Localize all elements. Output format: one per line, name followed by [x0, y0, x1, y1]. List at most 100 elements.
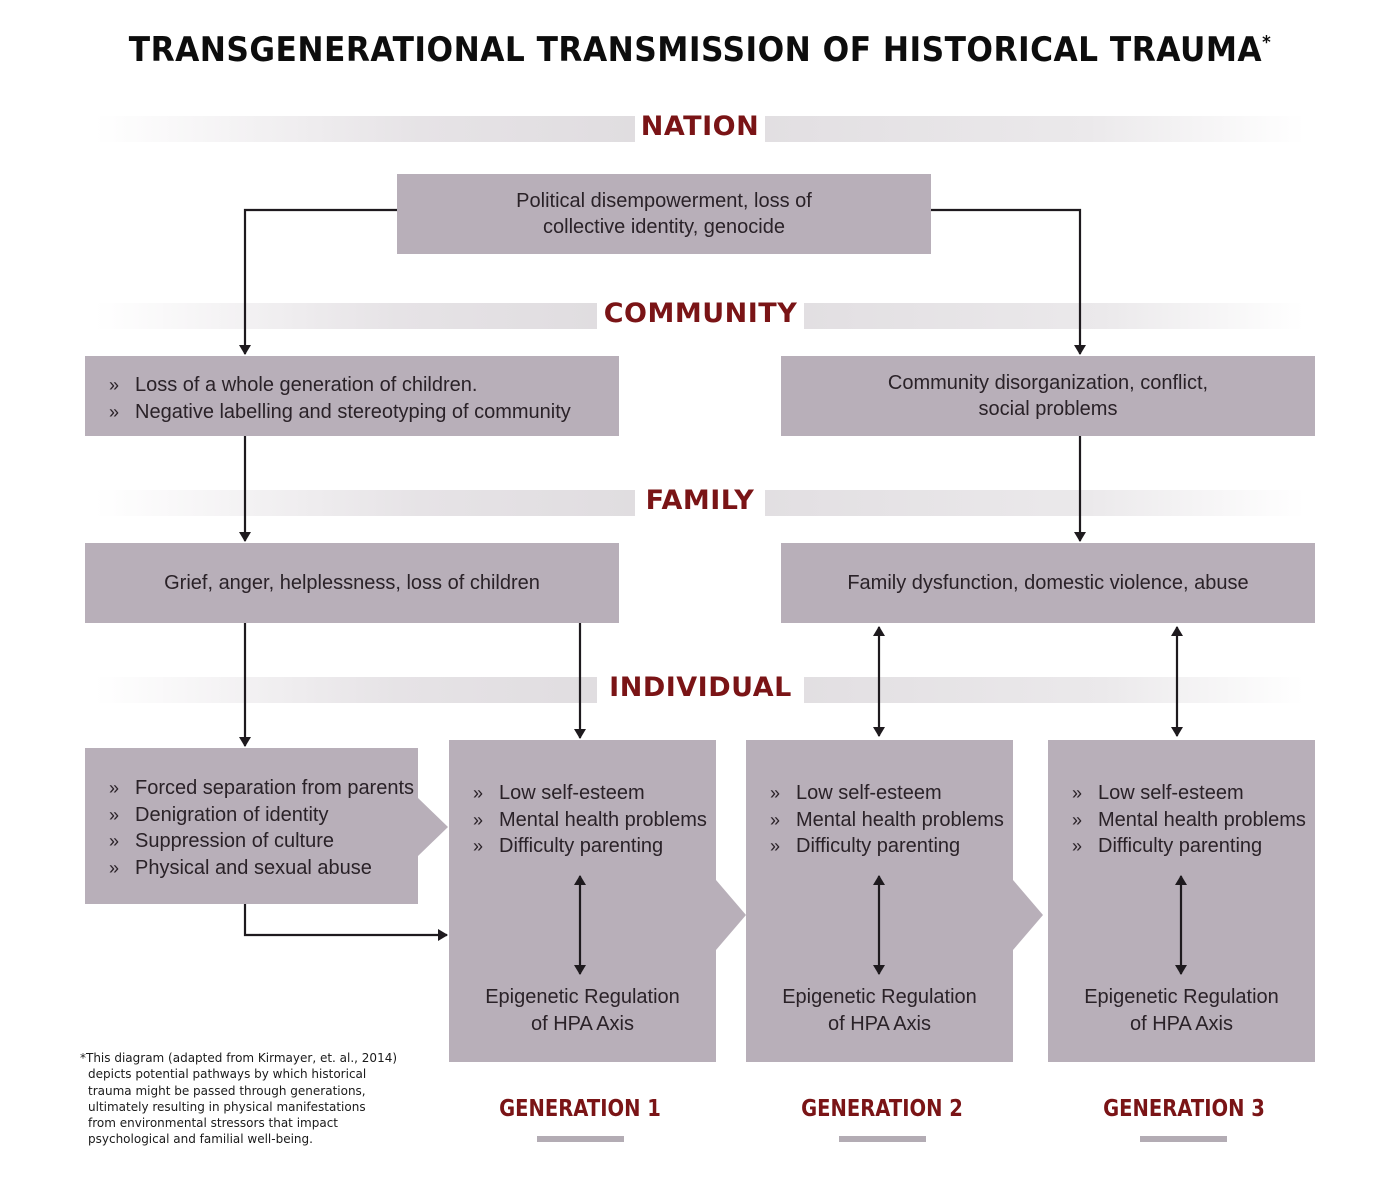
source-chevron — [418, 798, 448, 856]
generation-3-list: » Low self-esteem » Mental health problems… — [1072, 780, 1315, 860]
level-label-community: COMMUNITY — [603, 298, 798, 329]
generation-1-epigenetic: Epigenetic Regulation of HPA Axis — [449, 984, 716, 1038]
footnote-line: depicts potential pathways by which hist… — [88, 1067, 367, 1082]
nation-box: Political disempowerment, loss of collec… — [397, 174, 931, 254]
list-item-text: Denigration of identity — [135, 803, 329, 826]
list-item-text: Difficulty parenting — [1098, 835, 1263, 857]
family-right-text: Family dysfunction, domestic violence, a… — [847, 572, 1249, 594]
community-right-line2: social problems — [978, 398, 1118, 420]
bullet-icon: » — [473, 783, 484, 803]
arrow-source-to-generation-1 — [243, 904, 448, 941]
list-item-text: Suppression of culture — [135, 830, 335, 852]
list-item-text: Mental health problems — [499, 808, 707, 831]
epigenetic-line1: Epigenetic Regulation — [782, 986, 977, 1008]
epigenetic-line2: of HPA Axis — [1129, 1013, 1233, 1035]
epigenetic-line1: Epigenetic Regulation — [485, 986, 680, 1008]
bullet-icon: » — [770, 809, 781, 830]
generation-1-bar — [537, 1136, 624, 1142]
bullet-icon: » — [109, 778, 120, 798]
bullet-icon: » — [109, 375, 120, 395]
list-item: » Low self-esteem — [473, 780, 716, 807]
list-item-text: Physical and sexual abuse — [135, 856, 372, 879]
nation-box-line2: collective identity, genocide — [543, 216, 785, 238]
bullet-icon: » — [473, 836, 484, 856]
list-item-text: Low self-esteem — [796, 782, 942, 804]
community-right-line1: Community disorganization, conflict, — [887, 372, 1209, 394]
community-band-right — [804, 303, 1304, 329]
bullet-icon: » — [770, 783, 781, 803]
footnote-line: This diagram (adapted from Kirmayer, et.… — [86, 1051, 398, 1065]
family-right-box: Family dysfunction, domestic violence, a… — [781, 543, 1315, 623]
title-footnote-marker: * — [1262, 32, 1272, 53]
list-item-text: Mental health problems — [1098, 808, 1306, 831]
list-item: » Difficulty parenting — [473, 833, 716, 860]
nation-band-right — [765, 116, 1305, 142]
bullet-icon: » — [1072, 836, 1083, 856]
list-item: » Mental health problems — [1072, 807, 1315, 834]
list-item: » Difficulty parenting — [770, 833, 1013, 860]
list-item: » Physical and sexual abuse — [109, 855, 418, 882]
generation-3-label: GENERATION 3 — [1103, 1096, 1265, 1122]
generation-2-epigenetic: Epigenetic Regulation of HPA Axis — [746, 984, 1013, 1038]
generation-1-label: GENERATION 1 — [499, 1096, 661, 1122]
generation-2-list: » Low self-esteem »Mental health problems… — [770, 780, 1013, 860]
bullet-icon: » — [1072, 809, 1083, 830]
arrow-nation-to-community-right — [931, 208, 1086, 355]
list-item: »Mental health problems — [770, 807, 1013, 834]
level-label-nation: NATION — [640, 111, 760, 142]
bullet-icon: » — [109, 401, 120, 422]
bullet-icon: » — [109, 857, 120, 878]
footnote-line: ultimately resulting in physical manifes… — [88, 1099, 366, 1114]
list-item: » Mental health problems — [473, 807, 716, 834]
family-band-left — [95, 490, 635, 516]
list-item: » Forced separation from parents — [109, 775, 418, 802]
community-band-left — [95, 303, 597, 329]
community-left-list: » Loss of a whole generation of children.… — [109, 372, 619, 425]
footnote-line: psychological and familial well-being. — [88, 1132, 313, 1147]
list-item-text: Difficulty parenting — [796, 835, 961, 857]
footnote-marker: * — [80, 1051, 86, 1065]
bullet-icon: » — [770, 836, 781, 856]
family-left-text: Grief, anger, helplessness, loss of chil… — [164, 572, 540, 594]
individual-band-right — [804, 677, 1304, 703]
list-item-text: Negative labelling and stereotyping of c… — [135, 400, 571, 423]
bullet-icon: » — [109, 831, 120, 851]
community-right-box: Community disorganization, conflict, soc… — [781, 356, 1315, 436]
level-label-individual: INDIVIDUAL — [609, 672, 792, 703]
gen1-chevron — [716, 880, 746, 950]
family-left-box: Grief, anger, helplessness, loss of chil… — [85, 543, 619, 623]
bullet-icon: » — [473, 809, 484, 830]
list-item: » Denigration of identity — [109, 802, 418, 829]
list-item-text: Difficulty parenting — [499, 835, 664, 857]
list-item: » Low self-esteem — [770, 780, 1013, 807]
epigenetic-line2: of HPA Axis — [530, 1013, 634, 1035]
arrow-nation-to-community-left — [239, 208, 397, 355]
generation-3-bar — [1140, 1136, 1227, 1142]
bullet-icon: » — [1072, 783, 1083, 803]
list-item-text: Low self-esteem — [1098, 782, 1244, 804]
level-label-family: FAMILY — [645, 485, 755, 516]
community-left-box: » Loss of a whole generation of children.… — [85, 356, 619, 436]
epigenetic-line1: Epigenetic Regulation — [1084, 986, 1279, 1008]
footnote-line: trauma might be passed through generatio… — [88, 1083, 366, 1098]
individual-band-left — [95, 677, 597, 703]
footnote: *This diagram (adapted from Kirmayer, et… — [80, 1050, 400, 1148]
nation-band-left — [95, 116, 635, 142]
list-item-text: Low self-esteem — [499, 782, 645, 804]
generation-1-list: » Low self-esteem » Mental health problems… — [473, 780, 716, 860]
footnote-line: from environmental stressors that impact — [88, 1116, 339, 1131]
list-item-text: Forced separation from parents — [135, 777, 415, 799]
gen2-chevron — [1013, 880, 1043, 950]
bullet-icon: » — [109, 804, 120, 825]
diagram-title: TRANSGENERATIONAL TRANSMISSION OF HISTOR… — [56, 30, 1344, 70]
individual-source-box: » Forced separation from parents » Denigra… — [85, 748, 418, 904]
generation-3-epigenetic: Epigenetic Regulation of HPA Axis — [1048, 984, 1315, 1038]
list-item-text: Loss of a whole generation of children. — [135, 374, 478, 396]
list-item: » Suppression of culture — [109, 828, 418, 855]
title-text: TRANSGENERATIONAL TRANSMISSION OF HISTOR… — [128, 30, 1263, 70]
list-item: » Negative labelling and stereotyping of … — [109, 399, 619, 426]
generation-2-label: GENERATION 2 — [801, 1096, 963, 1122]
individual-source-list: » Forced separation from parents » Denigra… — [109, 775, 418, 881]
